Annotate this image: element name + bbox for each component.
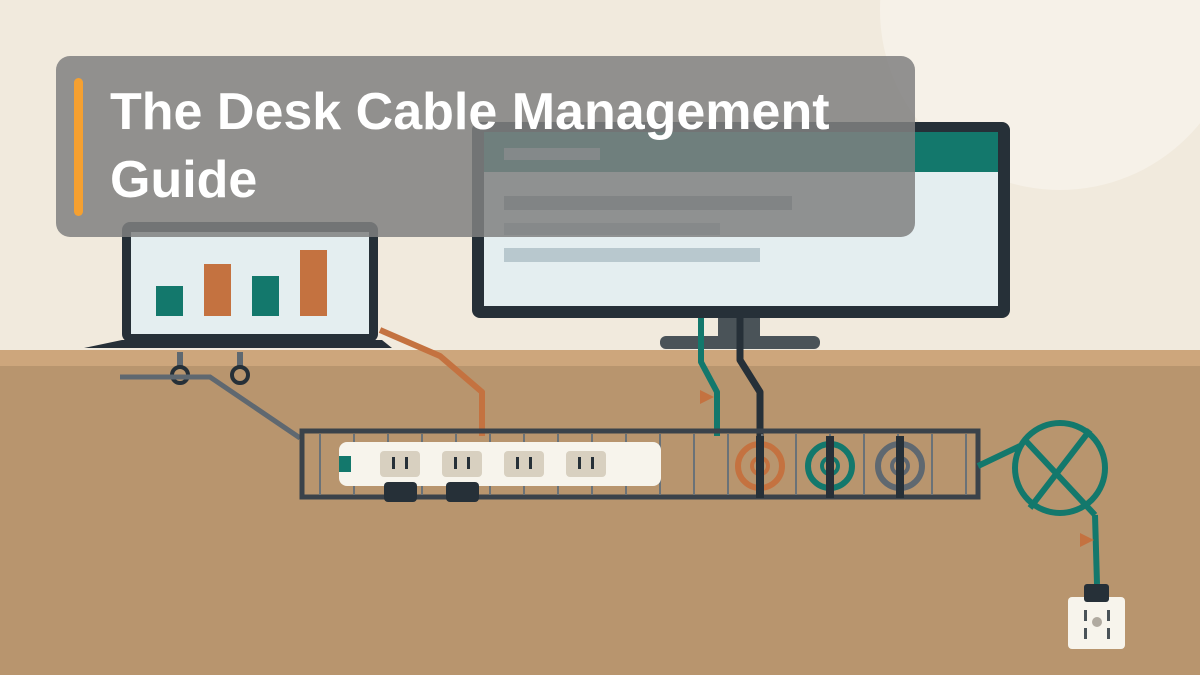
cable-direction-marker xyxy=(700,390,714,404)
laptop-bar xyxy=(300,250,327,316)
teal-monitor-cable xyxy=(698,318,720,436)
coiled-cables xyxy=(735,436,925,498)
title-accent-bar xyxy=(74,78,83,216)
laptop-bar xyxy=(252,276,279,316)
laptop-icon xyxy=(84,222,392,348)
teal-outlet-cable xyxy=(976,420,1108,585)
laptop-cable xyxy=(120,374,302,441)
power-strip-icon xyxy=(339,442,661,502)
strip-outlet xyxy=(442,451,482,477)
laptop-bar xyxy=(204,264,231,316)
title-banner: The Desk Cable Management Guide xyxy=(56,56,915,237)
page-title: The Desk Cable Management Guide xyxy=(110,83,830,209)
wall-outlet-icon xyxy=(1068,584,1125,649)
laptop-bar xyxy=(156,286,183,316)
laptop-bar-chart xyxy=(156,250,327,316)
strip-outlet xyxy=(566,451,606,477)
outlet-direction-marker xyxy=(1080,533,1094,547)
copper-cable xyxy=(378,327,485,436)
strip-outlet xyxy=(380,451,420,477)
strip-outlet xyxy=(504,451,544,477)
desk-edge xyxy=(0,350,1200,366)
desk-surface xyxy=(0,366,1200,675)
